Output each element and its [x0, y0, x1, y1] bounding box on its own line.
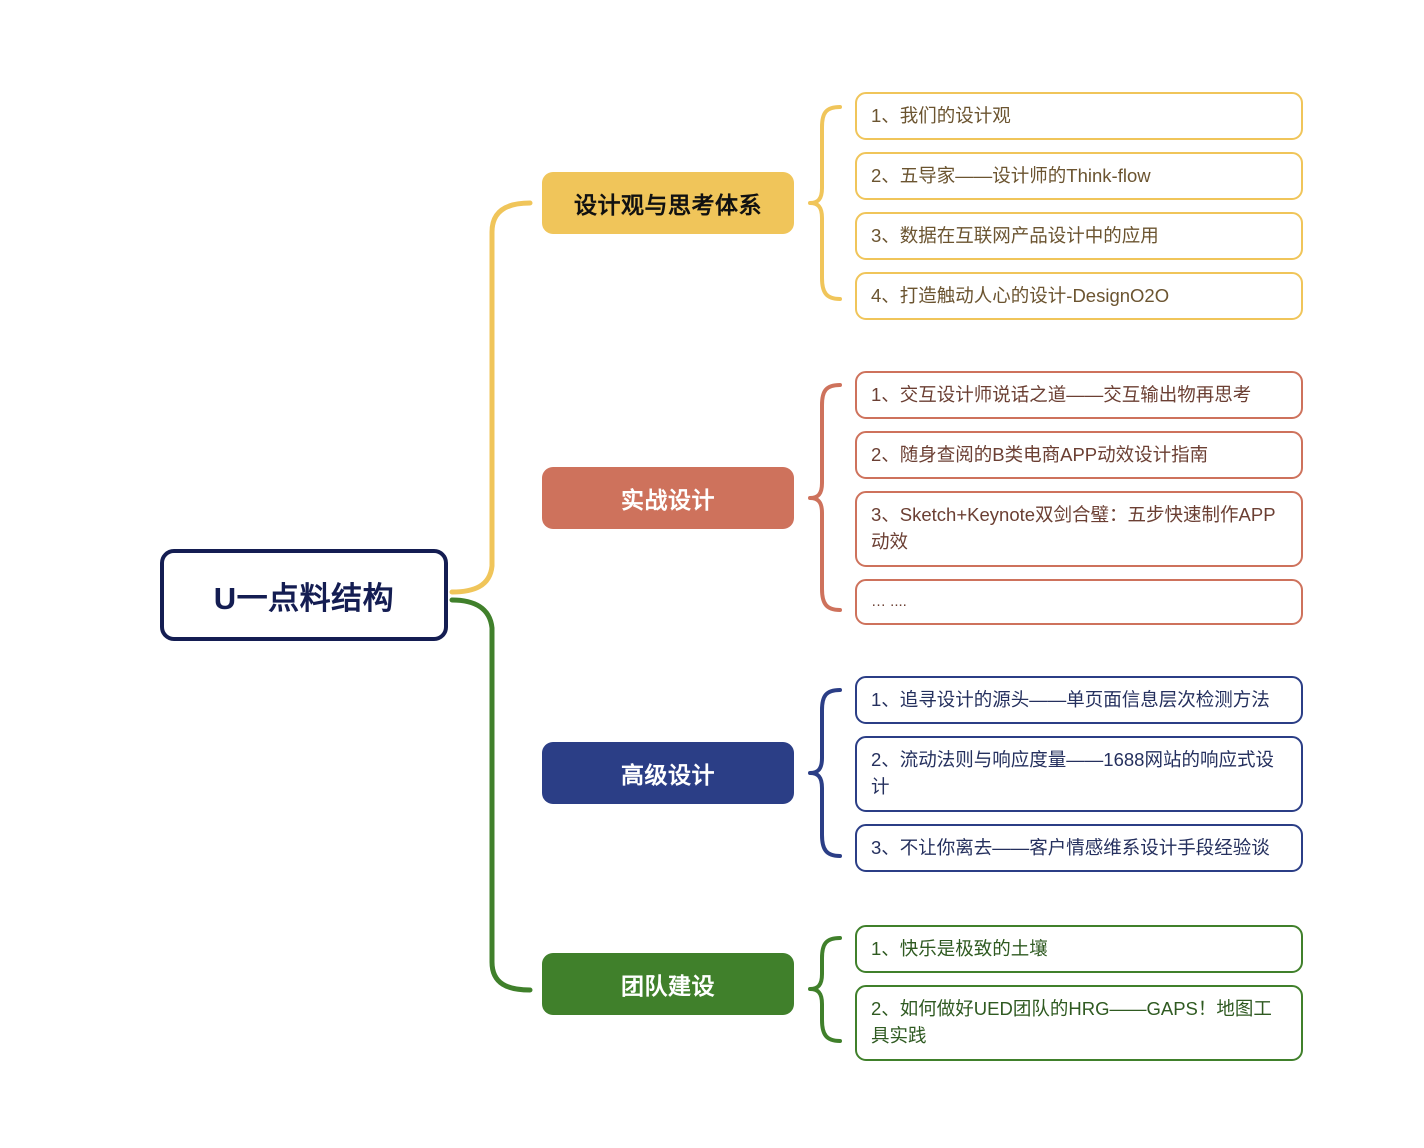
leaf-item[interactable]: 2、如何做好UED团队的HRG——GAPS！地图工具实践	[855, 985, 1303, 1061]
leaf-label: 1、追寻设计的源头——单页面信息层次检测方法	[871, 688, 1270, 710]
leaf-label: 2、五导家——设计师的Think-flow	[871, 164, 1151, 186]
leaf-label: 2、随身查阅的B类电商APP动效设计指南	[871, 443, 1209, 465]
branch-label: 高级设计	[621, 762, 715, 788]
leaf-item[interactable]: 1、交互设计师说话之道——交互输出物再思考	[855, 371, 1303, 419]
leaf-item[interactable]: 1、快乐是极致的土壤	[855, 925, 1303, 973]
leaf-label: 3、数据在互联网产品设计中的应用	[871, 224, 1159, 246]
brace-practical-design	[808, 383, 842, 612]
branch-label: 实战设计	[621, 487, 715, 513]
root-node[interactable]: U一点料结构	[160, 549, 448, 641]
connector-root-to-design-philosophy	[449, 200, 533, 595]
root-node-label: U一点料结构	[213, 580, 395, 616]
leaf-item[interactable]: 3、数据在互联网产品设计中的应用	[855, 212, 1303, 260]
leaf-label: 3、不让你离去——客户情感维系设计手段经验谈	[871, 836, 1270, 858]
branch-label: 团队建设	[621, 973, 715, 999]
branch-node-design-philosophy[interactable]: 设计观与思考体系	[542, 172, 794, 234]
leaf-label: 4、打造触动人心的设计-DesignO2O	[871, 284, 1170, 306]
leaf-item[interactable]: 2、流动法则与响应度量——1688网站的响应式设计	[855, 736, 1303, 812]
leaf-item[interactable]: … ....	[855, 579, 1303, 625]
leaf-label: 2、流动法则与响应度量——1688网站的响应式设计	[871, 749, 1274, 797]
brace-team-building	[808, 936, 842, 1043]
leaf-label: 1、我们的设计观	[871, 104, 1011, 126]
leaf-item[interactable]: 3、不让你离去——客户情感维系设计手段经验谈	[855, 824, 1303, 872]
leaf-item[interactable]: 2、随身查阅的B类电商APP动效设计指南	[855, 431, 1303, 479]
leaf-label: 2、如何做好UED团队的HRG——GAPS！地图工具实践	[871, 998, 1272, 1046]
leaf-label: 3、Sketch+Keynote双剑合璧：五步快速制作APP动效	[871, 504, 1276, 552]
connector-root-to-team-building	[449, 597, 533, 993]
leaf-item[interactable]: 1、我们的设计观	[855, 92, 1303, 140]
brace-design-philosophy	[808, 105, 842, 301]
leaf-item[interactable]: 4、打造触动人心的设计-DesignO2O	[855, 272, 1303, 320]
leaf-label: 1、交互设计师说话之道——交互输出物再思考	[871, 383, 1252, 405]
leaf-item[interactable]: 1、追寻设计的源头——单页面信息层次检测方法	[855, 676, 1303, 724]
leaf-label: … ....	[871, 593, 907, 611]
leaf-item[interactable]: 2、五导家——设计师的Think-flow	[855, 152, 1303, 200]
branch-node-practical-design[interactable]: 实战设计	[542, 467, 794, 529]
branch-node-team-building[interactable]: 团队建设	[542, 953, 794, 1015]
branch-label: 设计观与思考体系	[574, 192, 762, 218]
leaf-item[interactable]: 3、Sketch+Keynote双剑合璧：五步快速制作APP动效	[855, 491, 1303, 567]
leaf-label: 1、快乐是极致的土壤	[871, 937, 1048, 959]
brace-advanced-design	[808, 688, 842, 858]
branch-node-advanced-design[interactable]: 高级设计	[542, 742, 794, 804]
